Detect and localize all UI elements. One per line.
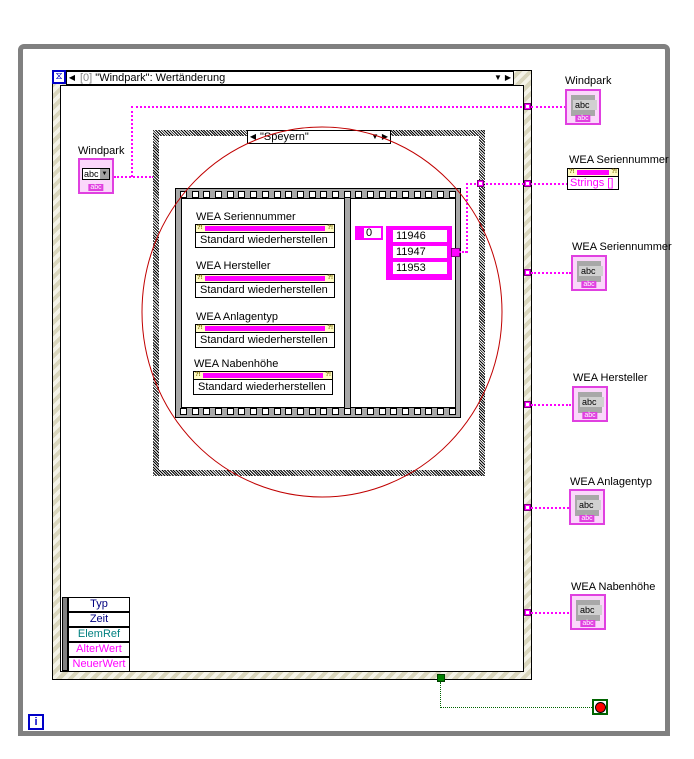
event-data-node[interactable]: Typ Zeit ElemRef AlterWert NeuerWert [62,597,130,672]
event-data-zeit[interactable]: Zeit [68,612,130,627]
event-data-alterwert[interactable]: AlterWert [68,642,130,657]
property-node-label: WEA Anlagentyp [196,311,278,323]
event-dropdown-icon[interactable]: ▼ [494,73,502,82]
hersteller-indicator-terminal[interactable]: abc abc [572,386,608,422]
event-label: "Windpark": Wertänderung [95,72,226,84]
string-array-constant[interactable]: 11946 11947 11953 [386,226,452,280]
indicator-label: WEA Seriennummer [572,241,672,253]
dropdown-arrow-icon: ▼ [100,169,109,179]
case-selector[interactable]: ◀ "Speyern" ▼ ▶ [247,130,391,144]
wire-windpark-up [131,106,133,177]
windpark-control-label: Windpark [78,145,125,157]
wire-to-hersteller-indicator [531,404,571,406]
seriennummer-property-node[interactable]: ?!?! Strings [] [567,168,619,190]
indicator-label: Windpark [565,75,612,87]
event-tunnel [524,269,531,276]
wire-array-to-indicator [466,183,568,185]
property-node-hersteller[interactable]: ?!?! Standard wiederherstellen [195,274,335,298]
event-tunnel [524,180,531,187]
event-tunnel [524,103,531,110]
nabenhoehe-indicator-terminal[interactable]: abc abc [570,594,606,630]
event-data-typ[interactable]: Typ [68,597,130,612]
array-element[interactable]: 11947 [392,245,448,259]
windpark-control-terminal[interactable]: abc ▼ abc [78,158,114,194]
next-case-arrow-icon[interactable]: ▶ [381,132,389,141]
property-node-anlagentyp[interactable]: ?!?! Standard wiederherstellen [195,324,335,348]
wire-to-nabenhoehe-indicator [531,612,569,614]
wire-windpark-to-tunnel [131,106,526,108]
event-tunnel [524,609,531,616]
event-index: [0] [80,72,93,84]
wire-array-out [459,251,467,253]
event-selector[interactable]: ◀ [0] "Windpark": Wertänderung ▼ ▶ [66,71,514,85]
indicator-label: WEA Nabenhöhe [571,581,656,593]
event-tunnel [524,401,531,408]
array-element[interactable]: 11946 [392,229,448,243]
indicator-label: WEA Hersteller [573,372,648,384]
anlagentyp-indicator-terminal[interactable]: abc abc [569,489,605,525]
wire-stop-horizontal [440,707,592,708]
case-dropdown-icon[interactable]: ▼ [371,132,379,141]
wire-to-seriennummer-indicator [531,272,571,274]
seriennummer-indicator-terminal[interactable]: abc abc [571,255,607,291]
film-holes-bottom [180,408,456,415]
stop-condition-icon[interactable] [592,699,608,715]
indicator-label: WEA Seriennummer [569,154,669,166]
property-node-label: WEA Seriennummer [196,211,296,223]
index-spinner-icon[interactable] [357,228,364,238]
prev-case-arrow-icon[interactable]: ◀ [249,132,257,141]
iteration-info-icon: i [28,714,44,730]
wire-stop-vertical [440,682,441,708]
property-node-label: WEA Nabenhöhe [194,358,279,370]
array-element[interactable]: 11953 [392,261,448,275]
property-node-seriennummer[interactable]: ?!?! Standard wiederherstellen [195,224,335,248]
while-loop[interactable] [18,44,670,736]
wire-to-anlagentyp-indicator [531,507,569,509]
wire-array-up [466,183,468,253]
wire-to-windpark-indicator [531,106,566,108]
wire-windpark-to-case [114,176,154,178]
windpark-indicator-terminal[interactable]: abc abc [565,89,601,125]
event-tunnel [524,504,531,511]
array-index-display[interactable]: 0 [355,226,383,240]
event-data-neuerwert[interactable]: NeuerWert [68,657,130,672]
timeout-hourglass-icon: ⧖ [52,70,66,84]
indicator-label: WEA Anlagentyp [570,476,652,488]
boolean-tunnel [437,674,445,682]
case-tunnel [477,180,484,187]
next-event-arrow-icon[interactable]: ▶ [504,73,512,82]
event-data-elemref[interactable]: ElemRef [68,627,130,642]
property-node-label: WEA Hersteller [196,260,271,272]
event-data-node-handle[interactable] [62,597,68,671]
prev-event-arrow-icon[interactable]: ◀ [68,73,76,82]
property-node-nabenhoehe[interactable]: ?!?! Standard wiederherstellen [193,371,333,395]
